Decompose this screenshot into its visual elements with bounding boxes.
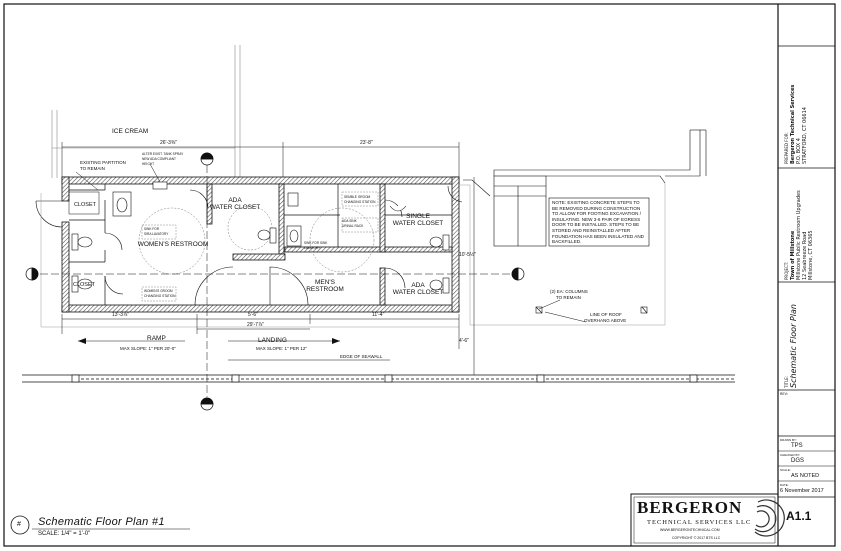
seawall-rail [22,374,735,383]
plan-walls [61,176,460,313]
ramp-arrow [78,338,86,344]
room-womens-restroom: WOMEN'S RESTROOM [137,241,209,248]
tb-date-label: DATE: [780,483,789,487]
existing-building-outline [51,45,241,178]
label-seawall: EDGE OF SEAWALL [340,354,383,359]
logo-main: BERGERON [637,498,743,517]
dim-overall: 29'-7⅞" [247,322,264,328]
dim-bottom-right: 11'-4" [372,312,385,318]
label-ramp: RAMP [147,335,166,342]
room-ada-wc-top-2: WATER CLOSET [209,204,261,211]
drawing-title: Schematic Floor Plan #1 [38,516,165,528]
tb-drawn: TPS [791,443,803,449]
dim-top-left: 26'-3⅜" [160,140,177,146]
tb-sheet-number: A1.1 [786,509,812,523]
room-mens-1: MEN'S [314,279,336,286]
room-closet-2: CLOSET [72,282,95,288]
dim-bottom-left: 13'-3⅞" [112,312,129,318]
tb-checked: DGS [791,458,805,464]
roof-overhang-line [40,183,666,328]
logo-swirl-icon [754,499,785,537]
label-gb-2: CHANGING STATION [344,200,376,204]
label-existing-partition-1: EXISTING PARTITION [80,160,126,165]
tb-scale-label: SCALE: [780,468,791,472]
logo-sub: TECHNICAL SERVICES LLC [647,519,752,526]
label-landing-slope: MAX SLOPE: 1" PER 12" [256,346,307,351]
toilet-partitions [69,184,452,305]
turning-circles [138,205,375,275]
logo-box [630,493,779,547]
label-baby-1: WOMEN'S GROOM [144,289,173,293]
label-urinal-2: URINAL RACK [342,224,364,228]
dim-right-side: 10'-5½" [459,252,476,258]
tb-date: 6 November 2017 [780,488,824,494]
label-baby-2: CHANGING STATION [144,294,176,298]
plumbing-fixtures [71,181,450,294]
title-marker: # [17,521,21,528]
room-ice-cream: ICE CREAM [112,128,149,135]
logo-url: WWW.BERGERONTECHNICAL.COM [660,528,720,532]
tb-checked-label: CHECKED BY: [780,453,801,457]
construction-note: NOTE: EXISTING CONCRETE STEPS TO BE REMO… [552,200,644,245]
dim-top-right: 23'-8" [360,140,373,146]
columns [535,306,648,314]
label-remove-tank-1: ALTER EXIST. TANK SPRAY [142,152,184,156]
landing-arrow [332,338,340,344]
label-urinal-1: ADA SINK [342,219,357,223]
label-lav-w-2: SIRA LAVATORY [144,232,169,236]
label-existing-partition-2: TO REMAIN [80,166,105,171]
room-single-wc-2: WATER CLOSET [392,220,444,227]
room-mens-2: RESTROOM [306,286,344,293]
label-columns-1: (2) EA: COLUMNS [550,289,588,294]
label-remove-tank-2: NEW ADA COMPLIANT [142,157,177,161]
tb-sheet-title: TITLE: Schematic Floor Plan [784,304,798,388]
room-ada-wc-bot-1: ADA [411,282,425,289]
dim-bottom-mid: 5'-6" [248,312,258,318]
label-ramp-slope: MAX SLOPE: 1" PER 20'-0" [120,346,176,351]
grid-bubbles [25,152,525,411]
tb-rev-label: REV: [780,392,788,396]
closet-box [68,191,100,215]
label-landing: LANDING [258,337,287,344]
label-lav-w-1: SINK FOR [144,227,160,231]
room-ada-wc-top-1: ADA [228,197,242,204]
copyright: COPYRIGHT © 2017 BTS LLC [672,536,721,540]
dimension-lines [61,142,587,375]
label-roof-2: OVERHANG ABOVE [584,318,627,323]
tb-drawn-label: DRAWN BY: [780,438,797,442]
sheet-border [3,3,836,547]
room-single-wc-1: SINGLE [406,213,430,220]
tb-prepared-for: PREPARED FOR: Bergeron Technical Service… [784,84,808,164]
label-lav-1: SINK FOR SINK [304,241,328,245]
tb-project: PROJECT: Town of Millstone Millstone Pub… [784,190,814,280]
grid-lines [40,165,510,397]
drawing-scale: SCALE: 1/4" = 1'-0" [38,531,91,537]
label-lav-2: LAVATORY [304,246,321,250]
label-roof-1: LINE OF ROOF [590,312,622,317]
room-ada-wc-bot-2: WATER CLOSET [392,289,444,296]
label-gb-1: SEMBLE GROOM [344,195,371,199]
tb-scale: AS NOTED [791,473,820,479]
room-closet: CLOSET [73,202,96,208]
exterior-steps [463,129,707,247]
dim-right-lower: 4'-6" [459,338,469,344]
note-box [548,197,650,247]
drawing-title-marker [10,515,190,535]
label-remove-tank-3: HEIGHT [142,162,155,166]
label-columns-2: TO REMAIN [556,295,581,300]
